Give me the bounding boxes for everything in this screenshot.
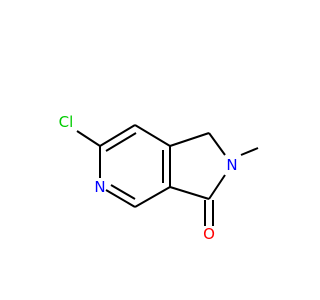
- molecule-diagram: Cl N N O: [59, 113, 259, 243]
- bond-c1-n2: [208, 132, 226, 156]
- bond-c3-c3a: [169, 186, 210, 200]
- bond-c4-n5-inner: [110, 184, 136, 200]
- atom-n-lactam-label: N: [226, 156, 237, 174]
- bond-n2-c3: [208, 174, 226, 200]
- bond-c4-n5: [105, 189, 136, 208]
- bond-c7-c7a: [134, 124, 171, 147]
- bond-c7a-c1: [169, 132, 210, 147]
- atom-n-pyridine-label: N: [94, 178, 105, 196]
- atom-cl-label: Cl: [59, 113, 74, 131]
- bond-c6-c7: [99, 124, 136, 147]
- bond-cl-c6: [76, 130, 101, 147]
- atom-labels: Cl N N O: [59, 113, 238, 243]
- bond-n2-ch3: [240, 147, 259, 156]
- bond-c3a-c4: [134, 186, 171, 208]
- structure-canvas: Cl N N O: [59, 113, 259, 243]
- bonds: [76, 124, 259, 226]
- atom-o-label: O: [203, 225, 215, 243]
- bond-c6-c7-inner: [105, 132, 137, 152]
